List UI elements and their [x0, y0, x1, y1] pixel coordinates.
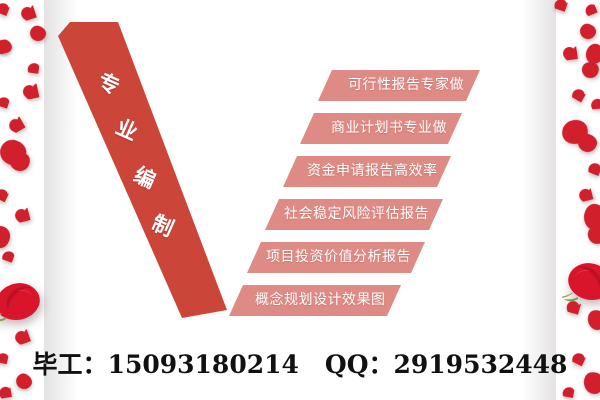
rose-petal-icon: [8, 150, 32, 173]
rose-petal-icon: [28, 24, 48, 43]
rose-petal-icon: [582, 41, 600, 67]
rose-petal-icon: [582, 202, 600, 232]
rose-petal-icon: [0, 0, 11, 16]
rose-petal-icon: [6, 115, 26, 135]
service-bar[interactable]: [265, 199, 443, 230]
rose-petal-icon: [570, 86, 587, 103]
rose-petal-icon: [577, 186, 594, 202]
rose-petal-icon: [13, 206, 31, 223]
rose-petal-icon: [580, 59, 600, 81]
rose-bud-icon: [0, 283, 40, 322]
v-shape-left-stroke: [52, 22, 252, 318]
rose-petal-icon: [582, 2, 597, 17]
rose-petal-icon: [0, 37, 12, 57]
contact-name-label: 毕工：: [32, 350, 108, 379]
rose-petal-icon: [0, 37, 15, 56]
service-bar[interactable]: [318, 70, 480, 101]
contact-qq-label: QQ：: [324, 350, 394, 379]
rose-petal-icon: [21, 83, 40, 101]
rose-petal-icon: [0, 248, 15, 262]
rose-petal-icon: [576, 132, 599, 154]
rose-petal-icon: [561, 385, 575, 398]
rose-petal-icon: [564, 298, 581, 314]
rose-petal-icon: [586, 160, 600, 176]
contact-phone[interactable]: 15093180214: [107, 350, 299, 379]
rose-petal-icon: [0, 225, 12, 249]
rose-petal-icon: [561, 45, 578, 61]
rose-petal-icon: [552, 0, 568, 12]
rose-petal-icon: [0, 186, 10, 202]
contact-qq-number[interactable]: 2919532448: [393, 350, 568, 379]
right-petal-border: [522, 0, 600, 400]
rose-petal-icon: [589, 97, 600, 109]
service-bar[interactable]: [247, 242, 425, 273]
rose-petal-icon: [586, 308, 600, 332]
service-bar[interactable]: [229, 285, 401, 316]
right-border-shadow: [522, 0, 556, 400]
rose-petal-icon: [0, 136, 29, 169]
service-bar[interactable]: [300, 113, 462, 144]
rose-petal-icon: [0, 385, 12, 399]
rose-petal-icon: [0, 94, 10, 108]
rose-petal-icon: [26, 61, 39, 74]
rose-petal-icon: [558, 116, 592, 148]
contact-line: 毕工：15093180214 QQ：2919532448: [0, 345, 600, 381]
rose-bud-icon: [562, 263, 600, 302]
rose-petal-icon: [585, 223, 600, 247]
rose-petal-icon: [18, 4, 37, 22]
rose-petal-icon: [578, 22, 598, 41]
rose-petal-icon: [12, 328, 31, 346]
service-bar[interactable]: [283, 156, 451, 187]
